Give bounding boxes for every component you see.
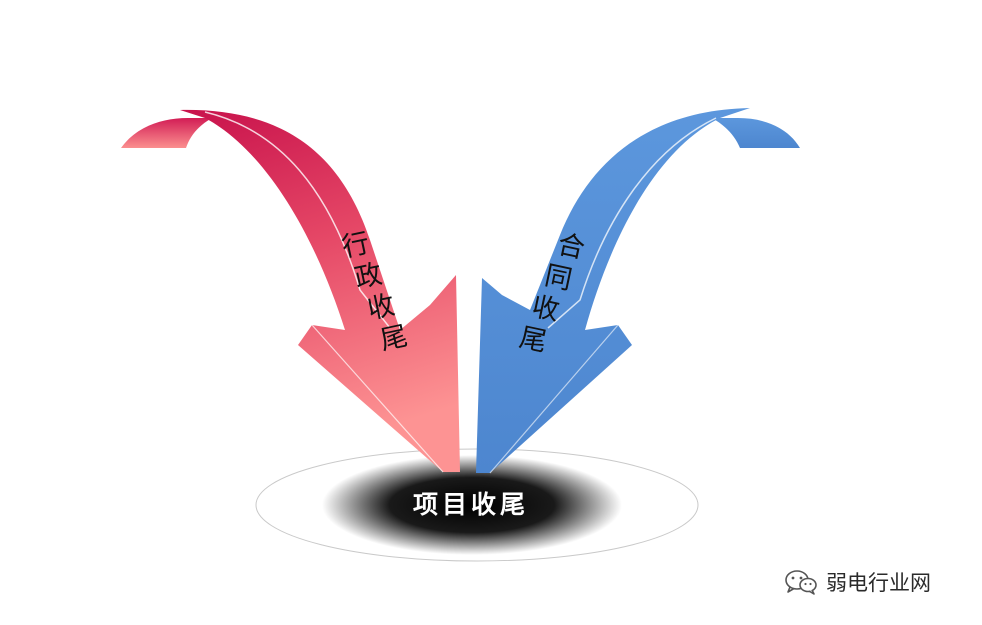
right-label-char-2: 同 [542, 260, 575, 296]
watermark: 弱电行业网 [784, 567, 931, 597]
center-glow [322, 455, 622, 555]
right-label-char-3: 收 [529, 291, 562, 327]
left-label-char-1: 行 [339, 228, 372, 264]
left-label-char-2: 政 [352, 259, 385, 295]
right-arrow [476, 108, 800, 474]
left-arrow-body [180, 109, 460, 473]
right-arrow-label: 合 同 收 尾 [516, 229, 588, 358]
right-label-char-4: 尾 [516, 322, 549, 358]
left-arrow-head-edge [311, 324, 444, 473]
right-arrow-head-edge [489, 324, 619, 474]
left-label-char-3: 收 [365, 290, 398, 326]
left-arrow-tail [121, 118, 212, 148]
left-arrow [121, 109, 460, 473]
center-label: 项目收尾 [413, 490, 529, 519]
right-arrow-tail [712, 118, 800, 148]
right-label-char-1: 合 [555, 229, 588, 265]
wechat-icon [785, 570, 817, 595]
watermark-text: 弱电行业网 [826, 571, 931, 595]
left-arrow-label: 行 政 收 尾 [339, 228, 410, 357]
left-arrow-highlight [204, 111, 391, 329]
right-arrow-highlight [547, 117, 717, 329]
left-label-char-4: 尾 [377, 321, 410, 357]
right-arrow-body [476, 108, 750, 473]
